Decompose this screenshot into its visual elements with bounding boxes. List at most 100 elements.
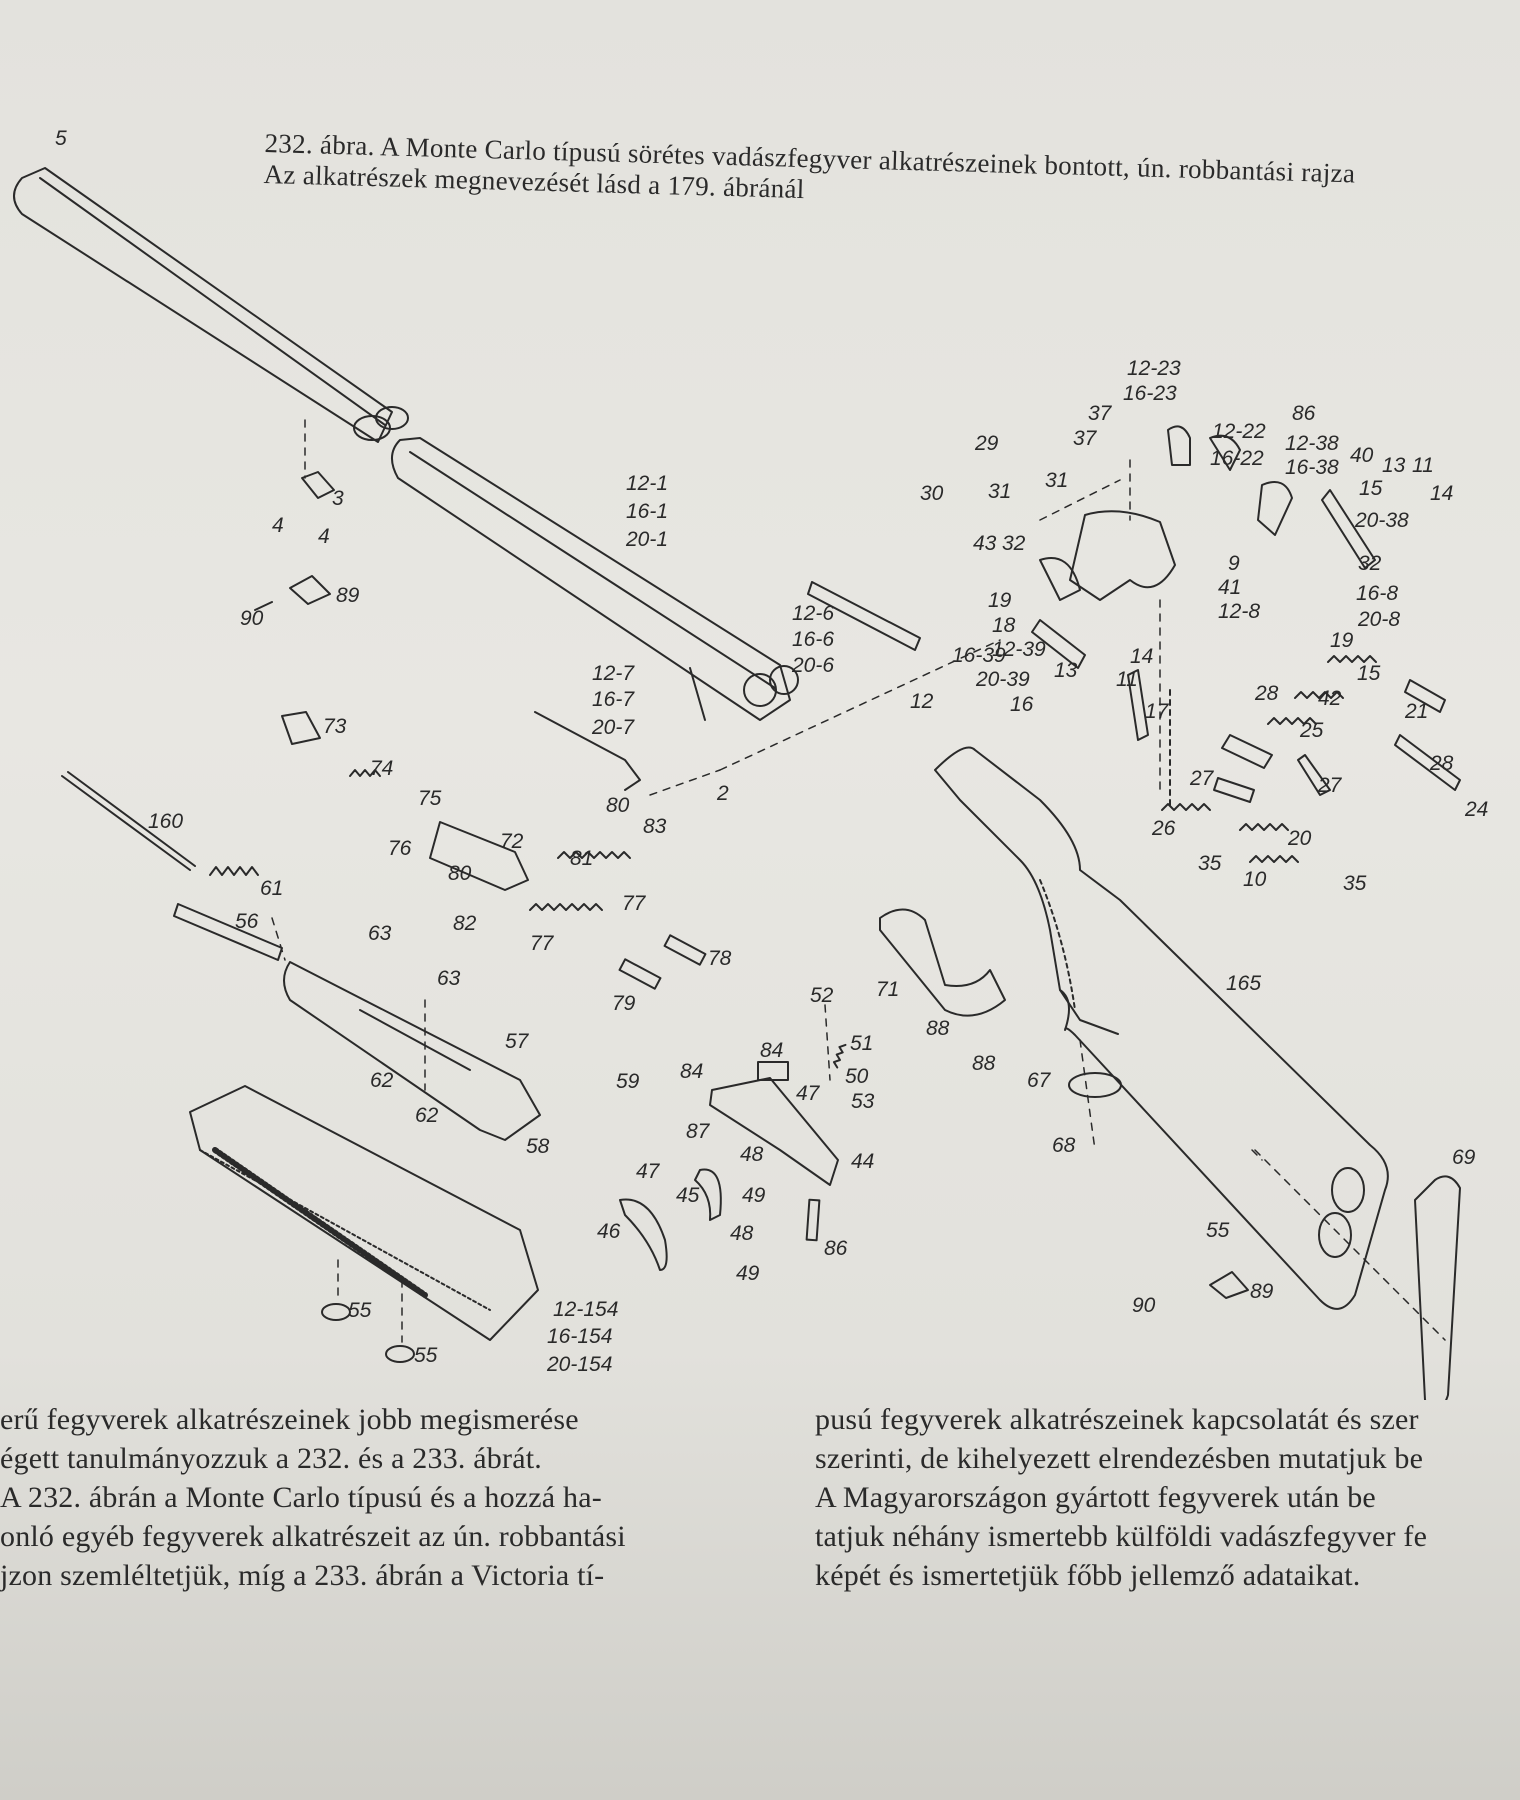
part-label-68: 68 — [1052, 1134, 1076, 1157]
part-label-62: 62 — [415, 1104, 439, 1127]
part-label-12-6: 12-6 — [792, 602, 834, 625]
part-label-11: 11 — [1412, 454, 1434, 477]
part-label-12-1: 12-1 — [626, 472, 668, 495]
part-label-21: 21 — [1404, 700, 1428, 723]
part-label-42: 42 — [1318, 687, 1342, 710]
part-label-4: 4 — [272, 514, 284, 537]
part-label-16-154: 16-154 — [547, 1325, 612, 1348]
part-label-76: 76 — [388, 837, 412, 860]
butt-plate-69-shape — [1414, 1175, 1461, 1400]
part-label-46: 46 — [597, 1220, 621, 1243]
body-left-line-5: jzon szemléltetjük, míg a 233. ábrán a V… — [0, 1559, 605, 1592]
part-label-32: 32 — [1358, 552, 1382, 575]
body-left-line-4: onló egyéb fegyverek alkatrészeit az ún.… — [0, 1520, 626, 1553]
part-label-12-22: 12-22 — [1212, 420, 1266, 443]
part-label-88: 88 — [972, 1052, 996, 1075]
barrel-breech-section — [391, 437, 799, 721]
part-label-16-23: 16-23 — [1123, 382, 1177, 405]
part-label-69: 69 — [1452, 1146, 1476, 1169]
part-label-49: 49 — [736, 1262, 760, 1285]
part-label-16-38: 16-38 — [1285, 456, 1339, 479]
body-right-line-3: A Magyarországon gyártott fegyverek után… — [815, 1481, 1376, 1514]
part-label-25: 25 — [1299, 719, 1324, 742]
buttstock-165 — [934, 746, 1389, 1310]
part-label-165: 165 — [1226, 972, 1261, 995]
part-label-4: 4 — [318, 525, 330, 548]
part-label-59: 59 — [616, 1070, 640, 1093]
part-label-35: 35 — [1198, 852, 1222, 875]
part-label-20-1: 20-1 — [625, 528, 668, 551]
part-label-10: 10 — [1243, 868, 1267, 891]
part-label-44: 44 — [851, 1150, 874, 1173]
part-label-75: 75 — [418, 787, 442, 810]
part-label-12-38: 12-38 — [1285, 432, 1339, 455]
part-label-56: 56 — [235, 910, 259, 933]
part-label-28: 28 — [1254, 682, 1279, 705]
body-right-line-2: szerinti, de kihelyezett elrendezésben m… — [815, 1442, 1424, 1475]
part-label-55: 55 — [414, 1344, 438, 1367]
part-label-77: 77 — [530, 932, 555, 955]
part-89-shape — [289, 575, 331, 605]
part-label-160: 160 — [148, 810, 183, 833]
part-label-31: 31 — [1045, 469, 1068, 492]
part-label-89: 89 — [336, 584, 360, 607]
part-label-63: 63 — [368, 922, 392, 945]
part-label-84: 84 — [680, 1060, 703, 1083]
part-label-19: 19 — [988, 589, 1012, 612]
part-label-15: 15 — [1357, 662, 1381, 685]
part-label-12-154: 12-154 — [553, 1298, 618, 1321]
part-label-78: 78 — [708, 947, 732, 970]
lock-mechanism — [1031, 425, 1461, 803]
part-label-86: 86 — [824, 1237, 848, 1260]
part-label-55: 55 — [1206, 1219, 1230, 1242]
part-label-13: 13 — [1382, 454, 1406, 477]
part-label-89: 89 — [1250, 1280, 1274, 1303]
part-label-13: 13 — [1054, 659, 1078, 682]
part-label-27: 27 — [1189, 767, 1215, 790]
part-label-47: 47 — [636, 1160, 661, 1183]
part-label-12-7: 12-7 — [592, 662, 635, 685]
exploded-parts-diagram: 5344899012-116-120-112-616-620-612-716-7… — [13, 127, 1488, 1400]
part-label-9: 9 — [1228, 552, 1240, 575]
part-label-61: 61 — [260, 877, 283, 900]
part-label-3: 3 — [332, 487, 344, 510]
part-label-53: 53 — [851, 1090, 875, 1113]
part-label-35: 35 — [1343, 872, 1367, 895]
part-label-18: 18 — [992, 614, 1016, 637]
part-label-37: 37 — [1073, 427, 1098, 450]
part-label-30: 30 — [920, 482, 944, 505]
part-label-16: 16 — [1010, 693, 1034, 716]
part-label-81: 81 — [570, 847, 593, 870]
part-label-19: 19 — [1330, 629, 1354, 652]
part-label-15: 15 — [1359, 477, 1383, 500]
part-label-50: 50 — [845, 1065, 869, 1088]
part-label-31: 31 — [988, 480, 1011, 503]
part-label-20-39: 20-39 — [975, 668, 1030, 691]
part-label-16-6: 16-6 — [792, 628, 834, 651]
part-label-63: 63 — [437, 967, 461, 990]
part-label-82: 82 — [453, 912, 477, 935]
part-label-12-39: 12-39 — [992, 638, 1046, 661]
part-label-37: 37 — [1088, 402, 1113, 425]
part-label-90: 90 — [1132, 1294, 1156, 1317]
part-label-5: 5 — [55, 127, 67, 150]
part-label-16-1: 16-1 — [626, 500, 668, 523]
part-label-16-22: 16-22 — [1210, 447, 1264, 470]
part-label-26: 26 — [1151, 817, 1176, 840]
part-label-14: 14 — [1430, 482, 1453, 505]
lever-12-6-shape — [807, 581, 921, 651]
trigger-plate-58-shape — [283, 961, 541, 1141]
assembly-guide-lines — [271, 419, 1446, 1343]
part-label-40: 40 — [1350, 444, 1374, 467]
part-label-11: 11 — [1116, 668, 1138, 691]
part-label-20: 20 — [1287, 827, 1312, 850]
part-label-20-7: 20-7 — [591, 716, 635, 739]
body-right-line-4: tatjuk néhány ismertebb külföldi vadászf… — [815, 1520, 1428, 1553]
part-label-16-39: 16-39 — [952, 644, 1006, 667]
part-label-79: 79 — [612, 992, 636, 1015]
part-label-90: 90 — [240, 607, 264, 630]
part-label-17: 17 — [1145, 700, 1170, 723]
part-label-55: 55 — [348, 1299, 372, 1322]
trigger-guard-71-shape — [879, 908, 1006, 1017]
